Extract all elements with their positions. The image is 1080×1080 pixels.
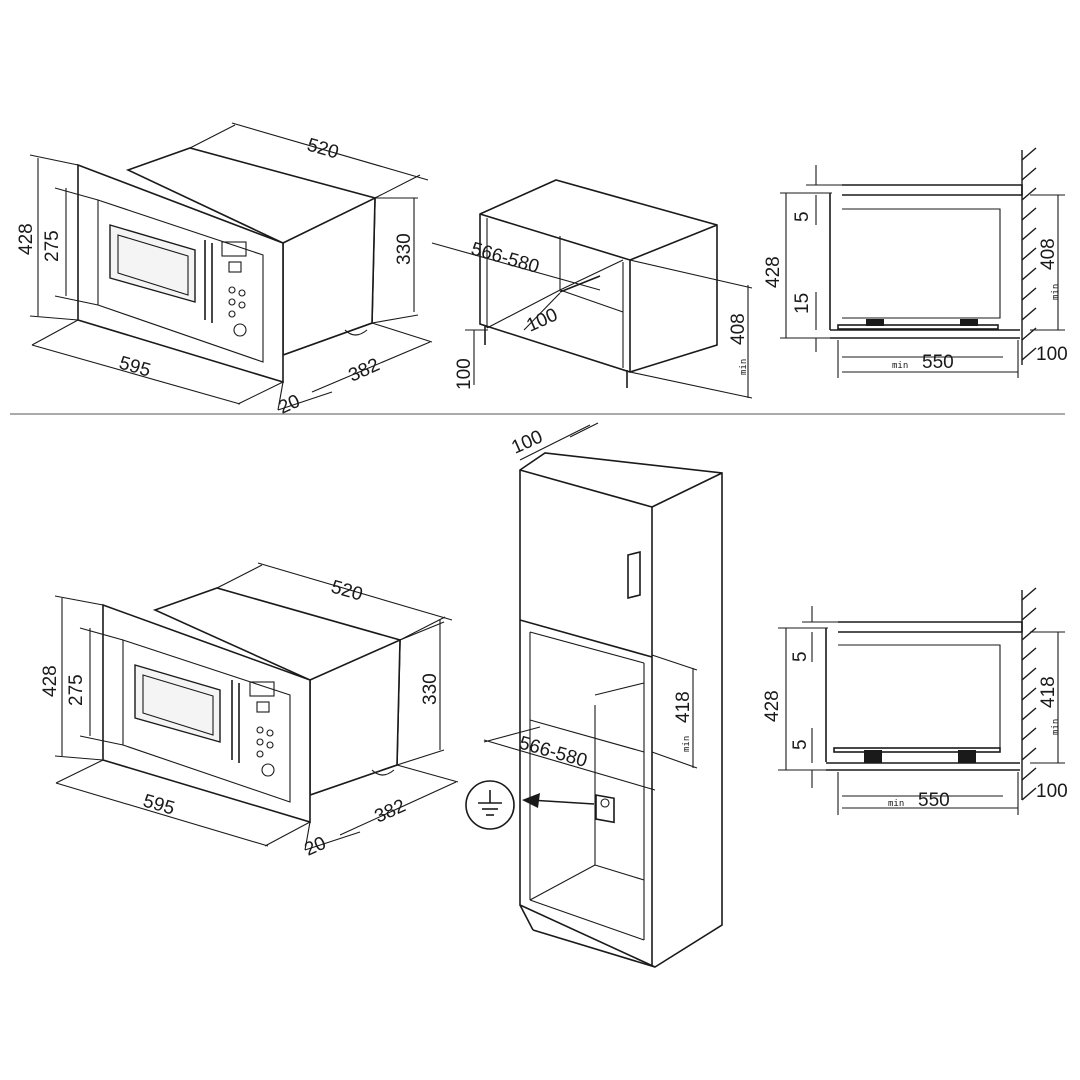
bottom-oven-height-outer: 428 xyxy=(40,665,61,697)
niche-height-min: min xyxy=(739,359,749,375)
bottom-side-section: 428 5 5 418 min min 550 100 xyxy=(762,587,1068,815)
bottom-side-height: 428 xyxy=(762,690,783,722)
top-wall-hatch xyxy=(1021,147,1037,361)
top-oven-width: 595 xyxy=(117,353,153,382)
bottom-side-niche-height-min: min xyxy=(1051,719,1061,735)
column-top-vent: 100 xyxy=(508,426,546,458)
socket-box xyxy=(595,794,615,824)
column-height: 418 xyxy=(673,691,694,723)
top-oven-body-depth: 382 xyxy=(345,354,383,386)
top-oven-height-inner: 275 xyxy=(42,230,63,262)
bottom-wall-hatch xyxy=(1021,587,1037,801)
top-oven-depth: 520 xyxy=(305,135,341,164)
bottom-oven-drawing: 520 428 275 330 595 382 20 xyxy=(40,562,459,861)
top-oven-height-body: 330 xyxy=(394,233,415,265)
bottom-oven-body-depth: 382 xyxy=(371,795,409,827)
bottom-side-gap-top: 5 xyxy=(790,651,811,662)
top-niche-drawing: 566-580 100 408 min 100 xyxy=(431,179,753,399)
arrow-icon xyxy=(529,799,595,805)
top-oven-drawing: 520 428 275 330 595 382 20 xyxy=(16,122,433,419)
top-side-niche-height-min: min xyxy=(1051,284,1061,300)
top-side-depth: 550 xyxy=(922,352,954,373)
bottom-oven-height-body: 330 xyxy=(420,673,441,705)
bottom-oven-width: 595 xyxy=(141,791,177,820)
top-side-gap-bottom: 15 xyxy=(792,293,813,314)
top-side-gap-top: 5 xyxy=(792,211,813,222)
top-side-wall: 100 xyxy=(1036,344,1068,365)
bottom-oven-front: 20 xyxy=(301,833,329,861)
top-side-depth-min: min xyxy=(892,361,908,371)
niche-floor: 100 xyxy=(454,358,475,390)
top-side-niche-height: 408 xyxy=(1038,238,1059,270)
bottom-side-depth-min: min xyxy=(888,799,904,809)
bottom-column-drawing: 100 566-580 418 min xyxy=(465,422,723,968)
niche-height: 408 xyxy=(728,313,749,345)
bottom-oven-height-inner: 275 xyxy=(66,674,87,706)
bottom-side-niche-height: 418 xyxy=(1038,676,1059,708)
top-side-section: 428 5 15 408 min min 550 100 xyxy=(763,147,1068,378)
column-height-min: min xyxy=(682,736,692,752)
top-side-height: 428 xyxy=(763,256,784,288)
bottom-side-wall: 100 xyxy=(1036,781,1068,802)
bottom-side-gap-bottom: 5 xyxy=(790,739,811,750)
bottom-oven-depth: 520 xyxy=(329,577,365,606)
bottom-side-depth: 550 xyxy=(918,790,950,811)
ground-symbol-icon xyxy=(465,780,515,830)
top-oven-height-outer: 428 xyxy=(16,223,37,255)
